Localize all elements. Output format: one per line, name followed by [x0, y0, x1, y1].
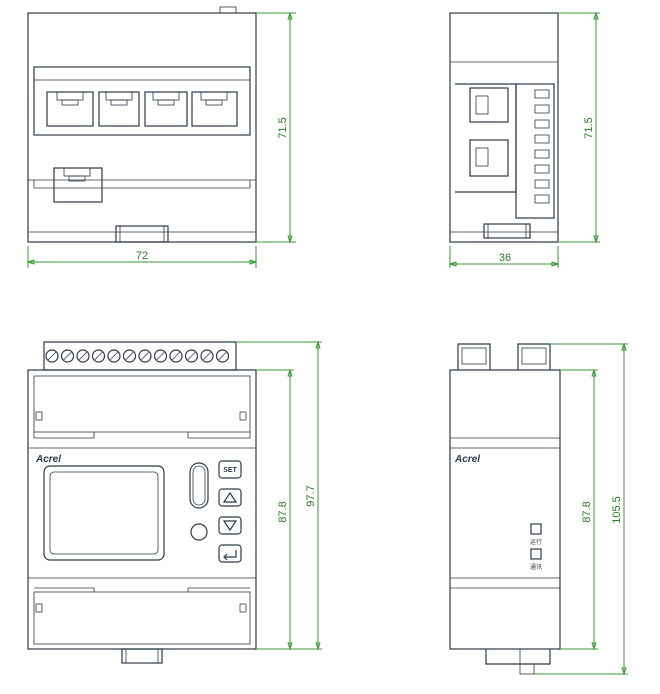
terminal-screw — [200, 349, 214, 363]
din-clip — [115, 225, 169, 243]
terminal-screw — [45, 349, 59, 363]
dim-top-side-height: 71.5 — [558, 11, 600, 244]
terminal-screw — [153, 349, 168, 363]
dim-front-inner-height: 87.8 — [256, 368, 294, 651]
terminal-strip — [515, 83, 555, 219]
down-arrow-icon — [222, 520, 238, 532]
up-button — [218, 488, 242, 507]
rj45-port — [98, 91, 140, 127]
dim-label: 71.5 — [583, 117, 595, 138]
top-clip-left — [457, 343, 491, 370]
down-button — [218, 516, 242, 535]
screw-slot — [218, 351, 227, 361]
top-front-outline — [27, 12, 257, 243]
dim-label: 105.5 — [611, 496, 623, 524]
side-outline — [449, 369, 561, 650]
view-top-front — [27, 6, 257, 243]
comm-led — [530, 548, 542, 560]
set-button — [218, 460, 242, 479]
screw-slot — [47, 351, 57, 361]
terminal-screw — [122, 349, 137, 363]
screw-slot — [156, 351, 165, 361]
screw-slot — [109, 351, 119, 361]
reset-knob — [190, 523, 208, 541]
din-clip — [483, 223, 531, 239]
screw-slot — [171, 351, 181, 361]
dim-side-inner-height: 87.8 — [560, 368, 598, 651]
terminal-screw — [215, 349, 230, 363]
dim-label: 36 — [499, 252, 511, 264]
enter-button — [218, 544, 242, 563]
screw-slot — [125, 351, 134, 361]
top-front-port-panel — [33, 66, 251, 136]
top-front-latch — [219, 6, 237, 14]
terminal-screws — [45, 349, 230, 363]
terminal-screw — [76, 349, 90, 363]
screw-slot — [63, 351, 72, 361]
rj45-port — [46, 91, 94, 127]
top-clip-right — [517, 343, 551, 370]
dim-top-front-height: 71.5 — [256, 11, 296, 244]
screw-slot — [140, 351, 150, 361]
view-side-panel: Acrel 运行 通讯 — [449, 343, 561, 675]
screw-slot — [78, 351, 88, 361]
brand-logo: Acrel — [454, 454, 480, 465]
run-led — [530, 523, 542, 535]
view-top-side — [449, 12, 559, 243]
screw-slot — [94, 351, 103, 361]
terminal-screw — [138, 349, 152, 363]
dim-side-outer-height: 105.5 — [534, 342, 628, 676]
screw-slot — [202, 351, 212, 361]
screw-slot — [187, 351, 196, 361]
up-arrow-icon — [222, 491, 238, 503]
run-led-label: 运行 — [530, 538, 542, 546]
comm-led-label: 通讯 — [530, 563, 542, 571]
din-clip — [121, 648, 163, 664]
set-button-label: SET — [223, 467, 237, 474]
dim-top-front-width: 72 — [26, 246, 258, 268]
indicator-slot — [189, 462, 209, 509]
rj45-side-port — [469, 139, 509, 177]
lcd-screen — [43, 465, 165, 561]
top-side-outline — [449, 12, 559, 243]
terminal-screw — [107, 349, 121, 363]
dim-label: 97.7 — [305, 485, 317, 506]
dim-front-outer-height: 97.7 — [236, 340, 322, 651]
dim-top-side-width: 36 — [448, 246, 560, 268]
enter-icon — [223, 550, 237, 561]
terminal-screw — [169, 349, 183, 363]
rj45-port — [191, 91, 238, 127]
rj45-port-lower — [53, 167, 103, 203]
dim-label: 72 — [136, 250, 148, 262]
dim-label: 71.5 — [277, 117, 289, 138]
rj45-port — [144, 91, 188, 127]
dim-label: 87.8 — [581, 501, 593, 522]
bottom-clip — [485, 649, 551, 665]
terminal-screw — [60, 349, 75, 363]
brand-logo: Acrel — [35, 454, 61, 465]
terminal-screw — [184, 349, 199, 363]
terminal-pins — [534, 89, 550, 204]
front-outline — [27, 369, 257, 650]
rj45-side-port — [469, 87, 509, 123]
terminal-screw — [91, 349, 106, 363]
view-front-panel: Acrel SET — [27, 341, 257, 664]
dim-label: 87.8 — [277, 501, 289, 522]
